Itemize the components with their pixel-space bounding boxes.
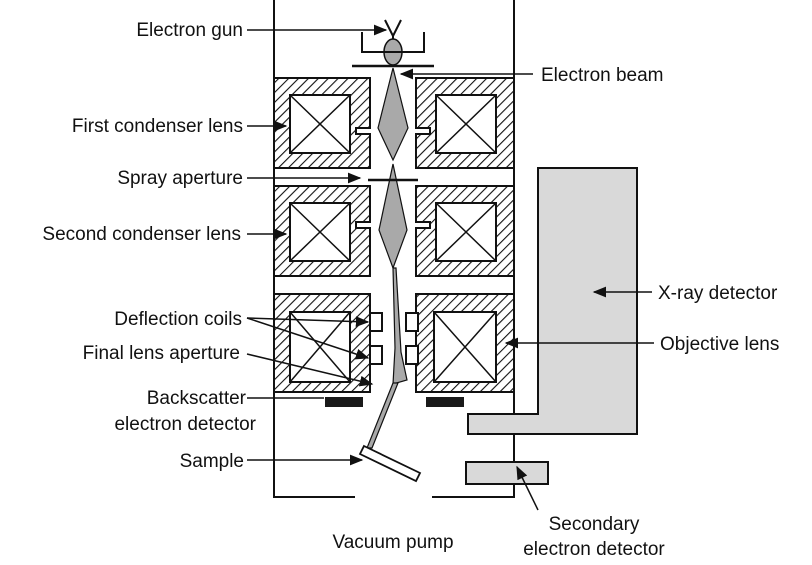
backscatter-detector-right	[426, 397, 464, 407]
label-first-condenser-lens: First condenser lens	[72, 116, 243, 137]
electron-gun-assembly	[352, 19, 434, 68]
secondary-electron-detector	[465, 434, 549, 485]
label-spray-aperture: Spray aperture	[117, 168, 243, 189]
electron-beam	[366, 67, 409, 449]
backscatter-detector-left	[325, 397, 363, 407]
deflection-coil-right-lower	[405, 345, 419, 365]
deflection-coil-left-upper	[369, 312, 383, 332]
label-objective-lens: Objective lens	[660, 334, 779, 355]
deflection-coil-right-upper	[405, 312, 419, 332]
label-electron-beam: Electron beam	[541, 65, 664, 86]
first-condenser-lens	[273, 77, 515, 169]
label-backscatter-line2: electron detector	[114, 414, 256, 435]
sample	[358, 444, 422, 483]
label-second-condenser-lens: Second condenser lens	[42, 224, 241, 245]
xray-detector	[467, 167, 638, 435]
second-condenser-lens	[273, 185, 515, 277]
leader-lines	[246, 24, 654, 511]
label-xray-detector: X-ray detector	[658, 283, 778, 304]
label-secondary-line2: electron detector	[523, 539, 665, 560]
label-sample: Sample	[180, 451, 244, 472]
label-secondary-line1: Secondary	[549, 514, 640, 535]
label-backscatter-line1: Backscatter	[147, 388, 247, 409]
label-vacuum-pump: Vacuum pump	[332, 532, 453, 553]
label-deflection-coils: Deflection coils	[114, 309, 242, 330]
deflection-coil-left-lower	[369, 345, 383, 365]
label-final-lens-aperture: Final lens aperture	[83, 343, 240, 364]
label-electron-gun: Electron gun	[136, 20, 243, 41]
